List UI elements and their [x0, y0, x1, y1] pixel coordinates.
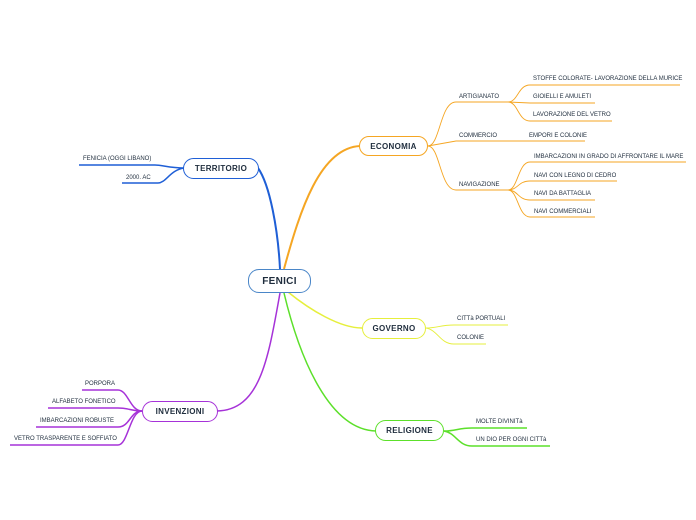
connector-invenzioni — [216, 292, 281, 412]
economia-subtopic-commercio[interactable]: COMMERCIO — [459, 133, 497, 139]
connector-religione — [283, 292, 377, 432]
artigianato-item[interactable]: LAVORAZIONE DEL VETRO — [533, 112, 611, 118]
invenzioni-item[interactable]: PORPORA — [85, 381, 116, 387]
governo-item[interactable]: CITTà PORTUALI — [457, 316, 506, 322]
branch-religione[interactable]: RELIGIONE — [375, 420, 444, 441]
territorio-item[interactable]: FENICIA (OGGI LIBANO) — [83, 156, 152, 162]
artigianato-item[interactable]: GIOIELLI E AMULETI — [533, 94, 592, 100]
religione-item[interactable]: UN DIO PER OGNI CITTà — [476, 437, 547, 443]
territorio-leaf-lines — [79, 164, 185, 184]
economia-subtopic-navigazione[interactable]: NAVIGAZIONE — [459, 182, 500, 188]
invenzioni-leaf-lines — [10, 389, 143, 446]
economia-subbranch-lines — [427, 84, 686, 218]
governo-item[interactable]: COLONIE — [457, 335, 485, 341]
invenzioni-item[interactable]: VETRO TRASPARENTE E SOFFIATO — [14, 436, 117, 442]
commercio-item[interactable]: EMPORI E COLONIE — [529, 133, 588, 139]
branch-economia[interactable]: ECONOMIA — [359, 136, 428, 156]
navigazione-item[interactable]: IMBARCAZIONI IN GRADO DI AFFRONTARE IL M… — [534, 154, 684, 160]
branch-territorio[interactable]: TERRITORIO — [183, 158, 259, 179]
religione-item[interactable]: MOLTE DIVINITà — [476, 419, 523, 425]
invenzioni-item[interactable]: ALFABETO FONETICO — [52, 399, 116, 405]
economia-subtopic-artigianato[interactable]: ARTIGIANATO — [459, 94, 500, 100]
navigazione-item[interactable]: NAVI COMMERCIALI — [534, 209, 592, 215]
connector-economia — [283, 145, 361, 270]
navigazione-item[interactable]: NAVI DA BATTAGLIA — [534, 191, 592, 197]
governo-leaf-lines — [425, 324, 508, 345]
navigazione-item[interactable]: NAVI CON LEGNO DI CEDRO — [534, 173, 617, 179]
connector-territorio — [257, 167, 281, 270]
branch-governo[interactable]: GOVERNO — [362, 318, 426, 339]
central-topic[interactable]: FENICI — [248, 269, 311, 293]
religione-leaf-lines — [443, 427, 550, 447]
artigianato-item[interactable]: STOFFE COLORATE- LAVORAZIONE DELLA MURIC… — [533, 76, 683, 82]
branch-invenzioni[interactable]: INVENZIONI — [142, 401, 218, 422]
invenzioni-item[interactable]: IMBARCAZIONI ROBUSTE — [40, 418, 115, 424]
connector-governo — [287, 291, 363, 329]
territorio-item[interactable]: 2000. AC — [126, 175, 151, 181]
